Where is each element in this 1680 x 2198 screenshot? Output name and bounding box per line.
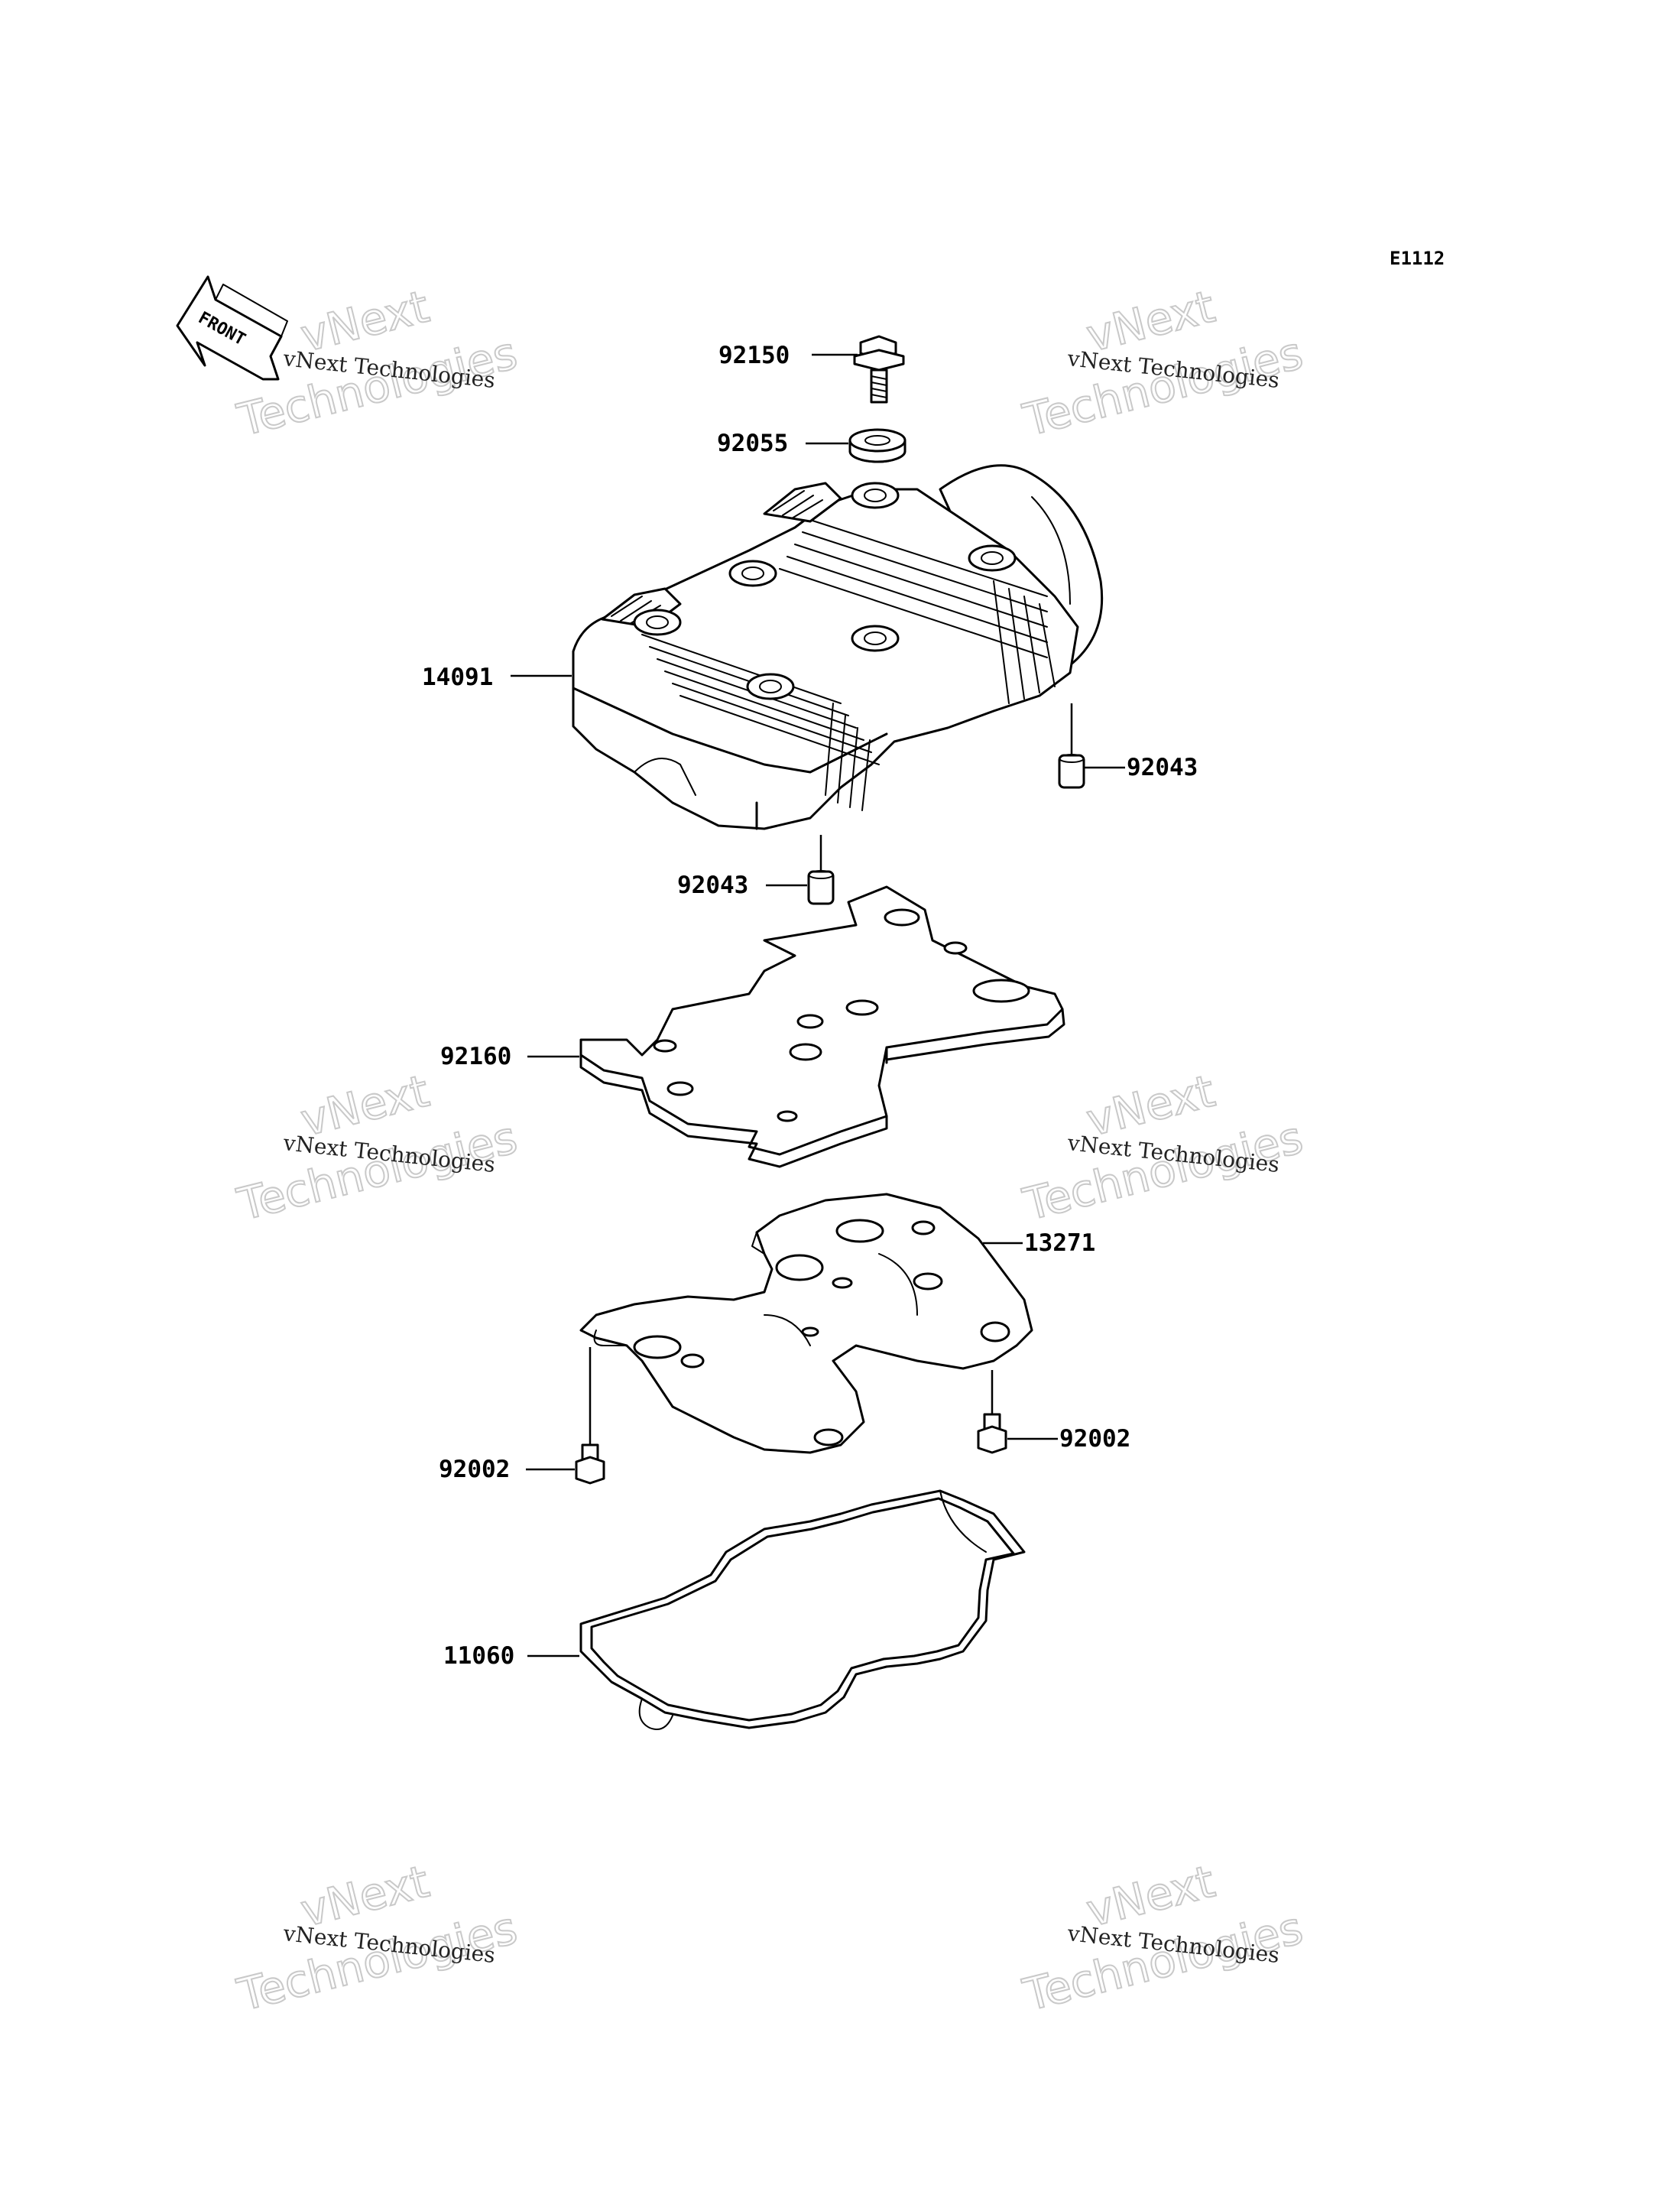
part-label-92043-right: 92043 <box>1127 754 1198 781</box>
part-label-92002-left: 92002 <box>439 1456 510 1483</box>
part-label-92160: 92160 <box>440 1043 511 1070</box>
watermark-bottom-right: vNext Technologies vNext Technologies <box>1017 1855 1309 2022</box>
grommet-drawing <box>848 428 906 463</box>
watermark-bottom-left: vNext Technologies vNext Technologies <box>232 1855 523 2022</box>
watermark-middle-right: vNext Technologies vNext Technologies <box>1017 1064 1309 1232</box>
part-label-11060: 11060 <box>443 1642 514 1670</box>
dowel-pin-left-drawing <box>807 870 835 905</box>
bolt-top-drawing <box>853 335 905 404</box>
bolt-right-drawing <box>977 1413 1007 1454</box>
part-label-14091: 14091 <box>422 664 493 691</box>
part-label-92002-right: 92002 <box>1059 1425 1130 1453</box>
dowel-pin-right-drawing <box>1058 754 1085 789</box>
watermark-top-right: vNext Technologies vNext Technologies <box>1017 280 1309 447</box>
diagram-code: E1112 <box>1390 248 1445 269</box>
gasket-drawing <box>579 1489 1026 1730</box>
part-label-13271: 13271 <box>1024 1229 1095 1257</box>
watermark-middle-left: vNext Technologies vNext Technologies <box>232 1064 523 1232</box>
front-arrow-icon: FRONT <box>176 275 288 381</box>
bolt-left-drawing <box>575 1443 605 1485</box>
part-label-92150: 92150 <box>718 342 790 369</box>
plate-13271-drawing <box>579 1193 1033 1454</box>
cylinder-head-cover-drawing <box>572 464 1104 830</box>
plate-92160-drawing <box>579 885 1065 1168</box>
part-label-92043-left: 92043 <box>677 872 748 899</box>
part-label-92055: 92055 <box>717 430 788 457</box>
watermark-top-left: vNext Technologies vNext Technologies <box>232 280 523 447</box>
